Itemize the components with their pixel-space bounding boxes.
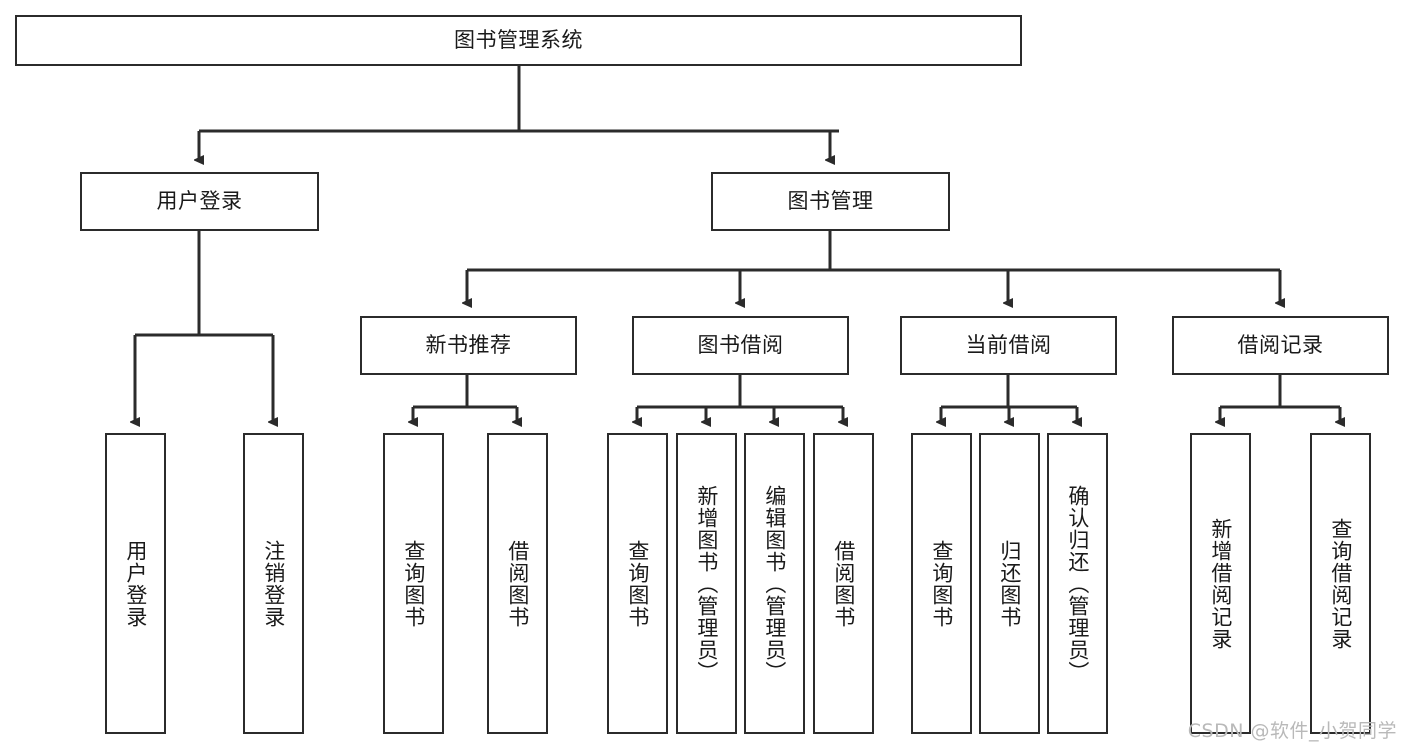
node-leaf-user-login-label: 用户登录 [123, 539, 148, 628]
node-leaf-confirm-return-label: 确认归还（管理员） [1065, 484, 1090, 683]
node-leaf-logout-login[interactable]: 注销登录 [243, 433, 304, 734]
node-borrow-record[interactable]: 借阅记录 [1172, 316, 1389, 375]
node-leaf-query-book-2[interactable]: 查询图书 [607, 433, 668, 734]
node-root-system[interactable]: 图书管理系统 [15, 15, 1022, 66]
node-leaf-add-record-label: 新增借阅记录 [1208, 517, 1233, 650]
node-leaf-query-record[interactable]: 查询借阅记录 [1310, 433, 1371, 734]
node-current-borrow[interactable]: 当前借阅 [900, 316, 1117, 375]
node-user-login[interactable]: 用户登录 [80, 172, 319, 231]
node-leaf-query-book-1-label: 查询图书 [401, 539, 426, 628]
node-leaf-add-book[interactable]: 新增图书（管理员） [676, 433, 737, 734]
node-leaf-query-book-3[interactable]: 查询图书 [911, 433, 972, 734]
node-leaf-return-book[interactable]: 归还图书 [979, 433, 1040, 734]
node-leaf-borrow-book-2[interactable]: 借阅图书 [813, 433, 874, 734]
node-leaf-return-book-label: 归还图书 [997, 539, 1022, 628]
node-leaf-add-record[interactable]: 新增借阅记录 [1190, 433, 1251, 734]
node-leaf-logout-login-label: 注销登录 [261, 539, 286, 628]
node-leaf-confirm-return[interactable]: 确认归还（管理员） [1047, 433, 1108, 734]
node-book-borrow[interactable]: 图书借阅 [632, 316, 849, 375]
node-leaf-query-book-3-label: 查询图书 [929, 539, 954, 628]
node-leaf-user-login[interactable]: 用户登录 [105, 433, 166, 734]
node-new-book-recommend[interactable]: 新书推荐 [360, 316, 577, 375]
node-leaf-borrow-book-1[interactable]: 借阅图书 [487, 433, 548, 734]
node-book-management[interactable]: 图书管理 [711, 172, 950, 231]
node-leaf-borrow-book-1-label: 借阅图书 [505, 539, 530, 628]
node-leaf-borrow-book-2-label: 借阅图书 [831, 539, 856, 628]
node-leaf-add-book-label: 新增图书（管理员） [694, 484, 719, 683]
node-leaf-query-book-1[interactable]: 查询图书 [383, 433, 444, 734]
csdn-watermark: CSDN @软件_小贺同学 [1187, 720, 1397, 742]
node-leaf-query-record-label: 查询借阅记录 [1328, 517, 1353, 650]
node-leaf-edit-book-label: 编辑图书（管理员） [762, 484, 787, 683]
node-leaf-query-book-2-label: 查询图书 [625, 539, 650, 628]
node-leaf-edit-book[interactable]: 编辑图书（管理员） [744, 433, 805, 734]
